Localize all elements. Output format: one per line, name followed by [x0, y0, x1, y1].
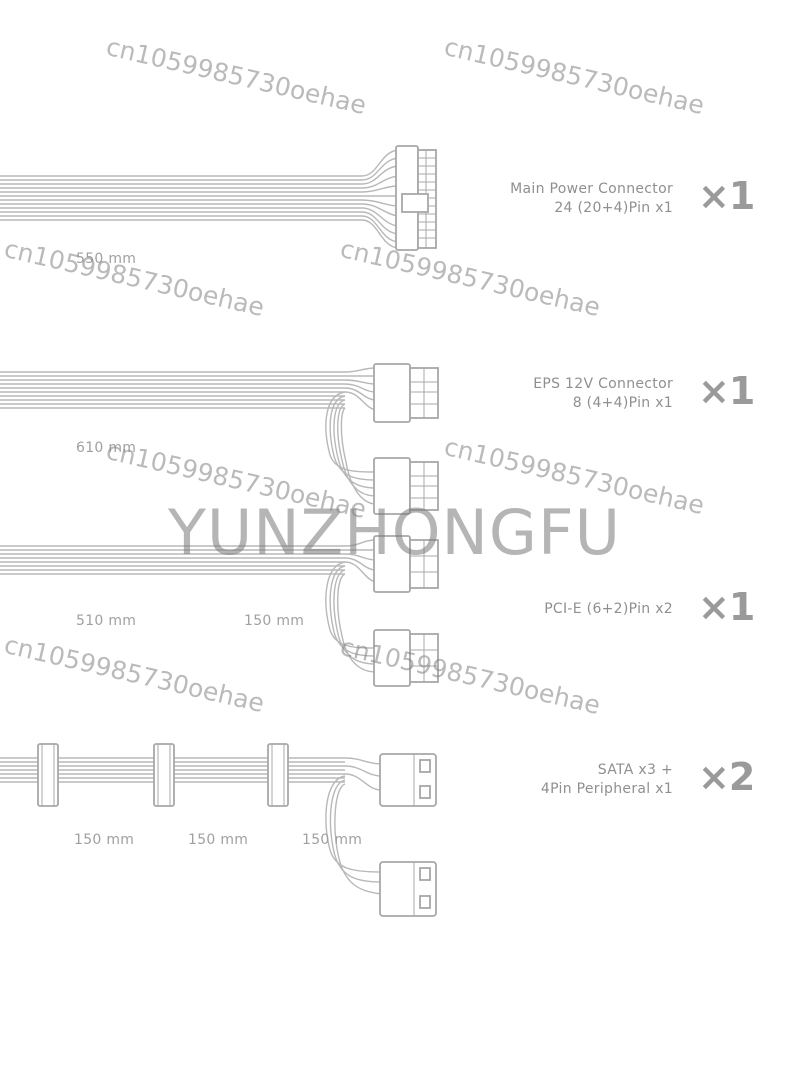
- pcie-label: PCI-E (6+2)Pin x2: [544, 600, 673, 619]
- sata-connector-3: [267, 743, 289, 807]
- peripheral-4pin-connector-a: [379, 753, 437, 807]
- pcie-cable: [0, 539, 377, 673]
- brand-watermark: YUNZHONGFU: [168, 496, 621, 569]
- pcie-connector-b: [373, 629, 439, 687]
- eps-label: EPS 12V Connector 8 (4+4)Pin x1: [533, 375, 673, 413]
- quantity-badge: ×1: [698, 174, 755, 218]
- sata-label: SATA x3 + 4Pin Peripheral x1: [541, 761, 673, 799]
- group-spec: PCI-E (6+2)Pin x2: [544, 601, 673, 617]
- group-spec: 24 (20+4)Pin x1: [554, 200, 673, 216]
- pcie-connector-a: [373, 535, 439, 593]
- group-title: EPS 12V Connector: [533, 376, 673, 392]
- length-label: 150 mm: [244, 613, 304, 629]
- length-label: 610 mm: [76, 440, 136, 456]
- group-title: SATA x3 +: [597, 762, 673, 778]
- peripheral-4pin-connector-b: [379, 861, 437, 917]
- quantity-badge: ×1: [698, 585, 755, 629]
- group-title: Main Power Connector: [510, 181, 673, 197]
- quantity-badge: ×1: [698, 369, 755, 413]
- main-power-cable: [0, 149, 399, 249]
- group-spec: 4Pin Peripheral x1: [540, 781, 673, 797]
- atx-24pin-connector: [395, 145, 437, 251]
- length-label: 150 mm: [188, 832, 248, 848]
- main-power-label: Main Power Connector 24 (20+4)Pin x1: [510, 180, 673, 218]
- sata-connector-1: [37, 743, 59, 807]
- eps-connector-b: [373, 457, 439, 515]
- length-label: 150 mm: [302, 832, 362, 848]
- length-label: 550 mm: [76, 251, 136, 267]
- group-spec: 8 (4+4)Pin x1: [572, 395, 673, 411]
- length-label: 510 mm: [76, 613, 136, 629]
- eps-connector-a: [373, 363, 439, 423]
- quantity-badge: ×2: [698, 755, 755, 799]
- length-label: 150 mm: [74, 832, 134, 848]
- eps-cable: [0, 367, 377, 505]
- sata-connector-2: [153, 743, 175, 807]
